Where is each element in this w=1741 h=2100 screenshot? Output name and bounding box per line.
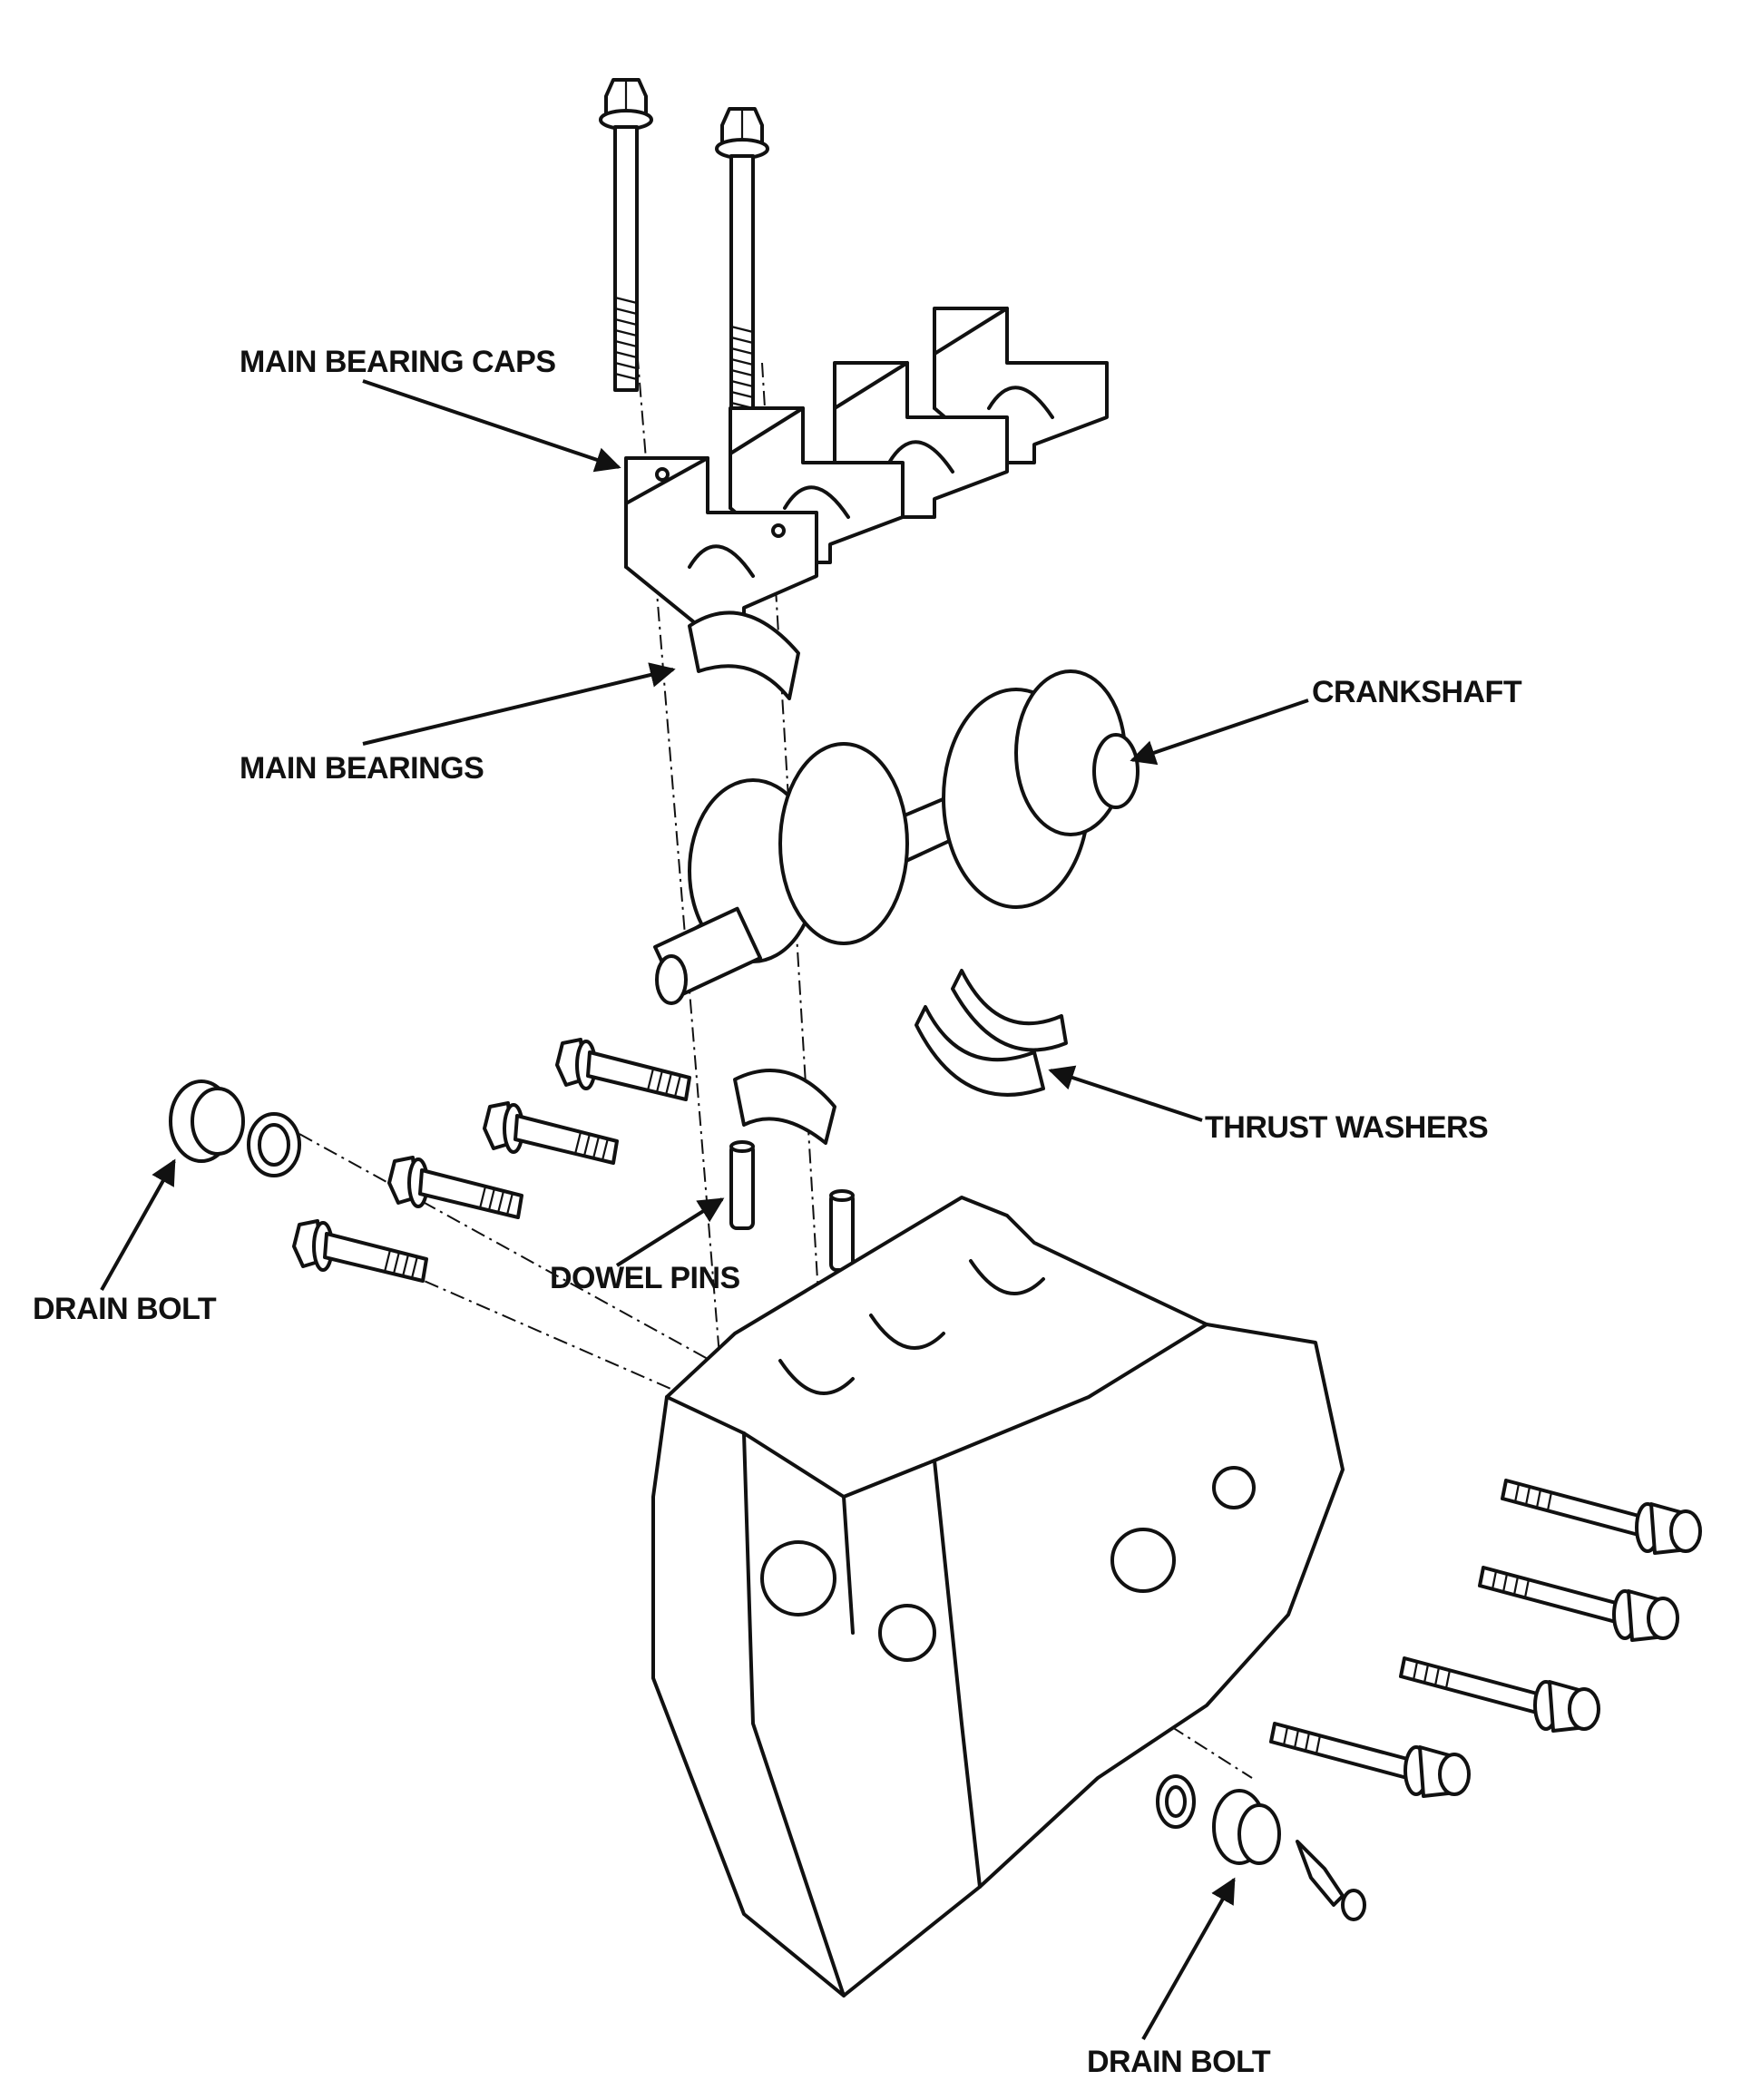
crankshaft-part (653, 669, 1139, 1005)
crankshaft-label: CRANKSHAFT (1312, 675, 1522, 709)
main-bearing-lower (733, 1069, 836, 1145)
drain-bolt-bottom-label: DRAIN BOLT (1087, 2045, 1271, 2079)
drain-bolt-bottom-part (1156, 1774, 1366, 1921)
main-bearings-label: MAIN BEARINGS (240, 751, 484, 786)
cap-bolt-right (715, 107, 769, 421)
side-bolts-left (292, 1038, 691, 1283)
thrust-washers-label: THRUST WASHERS (1205, 1110, 1489, 1145)
dowel-pins-part (729, 1140, 855, 1272)
main-bearing-caps (624, 307, 1109, 628)
callout-arrows (100, 379, 1309, 2040)
drain-bolt-left-part (169, 1079, 301, 1177)
thrust-washers-part (915, 969, 1068, 1097)
side-bolts-right (1269, 1479, 1702, 1798)
cap-bolt-left (599, 78, 653, 392)
main-bearing-upper (688, 610, 800, 700)
engine-block (651, 1196, 1345, 1997)
drain-bolt-left-label: DRAIN BOLT (33, 1292, 217, 1326)
main-bearing-caps-label: MAIN BEARING CAPS (240, 345, 556, 379)
dowel-pins-label: DOWEL PINS (550, 1261, 740, 1295)
